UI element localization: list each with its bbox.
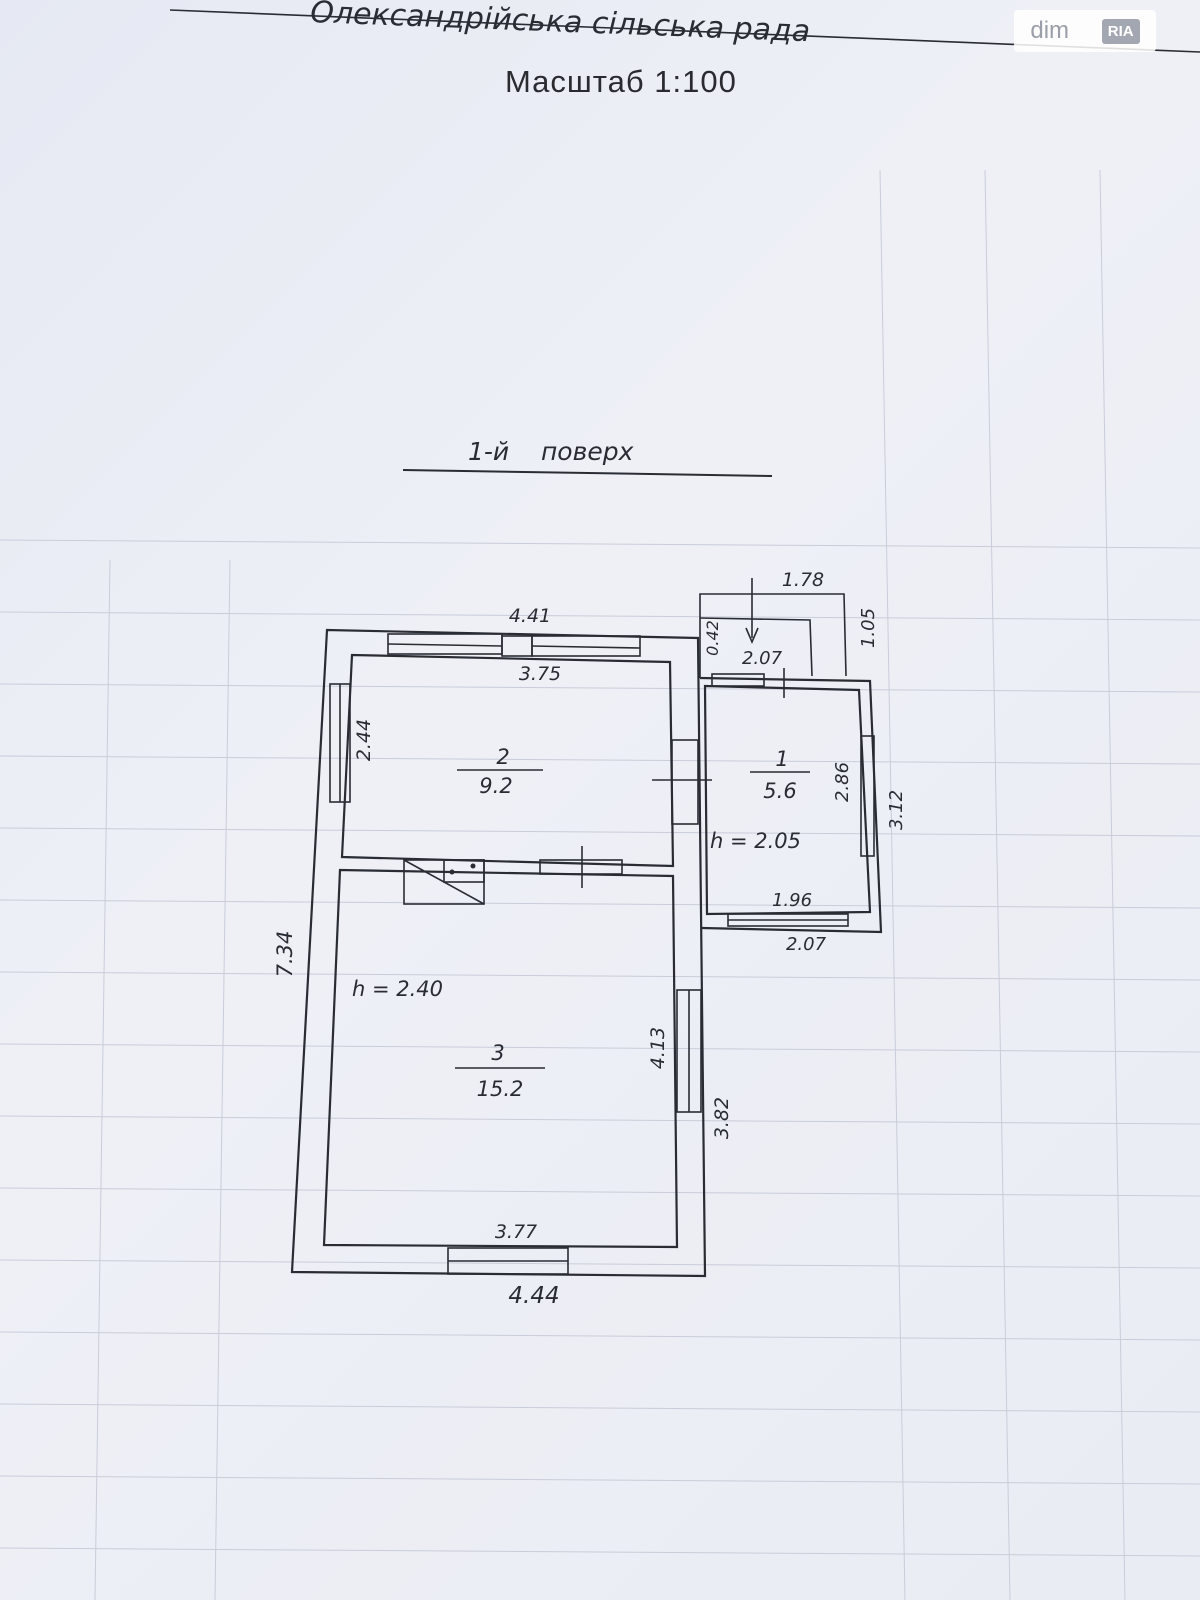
room-1-number: 1 <box>775 747 788 771</box>
dim-porch-small: 0.42 <box>703 620 722 656</box>
dim-right-outer: 3.82 <box>711 1097 733 1139</box>
window-left <box>329 683 351 803</box>
dim-porch-side: 1.05 <box>858 608 879 648</box>
room-3-height: h = 2.40 <box>352 977 443 1001</box>
floor-title: 1-й поверх <box>468 437 634 466</box>
window-bottom <box>447 1247 569 1275</box>
room-1-walls <box>703 684 872 916</box>
room-1-height: h = 2.05 <box>710 829 801 853</box>
dim-room-3-side: 4.13 <box>647 1027 669 1069</box>
room-1-area: 5.6 <box>763 779 796 803</box>
scale-label: Масштаб 1:100 <box>505 64 737 99</box>
watermark-ria-logo: RIA <box>1101 18 1140 44</box>
room-1-outer-wall <box>699 676 883 934</box>
dim-left-outer: 7.34 <box>273 931 297 978</box>
window-room-1-right <box>860 735 875 857</box>
porch-step <box>699 617 813 677</box>
window-room-1-bottom <box>727 913 849 927</box>
entrance-door-room-1 <box>711 668 785 698</box>
dim-bottom-inner: 3.77 <box>495 1221 537 1243</box>
dim-top-inner: 3.75 <box>519 663 561 685</box>
background-grid <box>0 169 1200 1600</box>
dim-bottom-outer: 4.44 <box>508 1283 559 1309</box>
dim-room-1-bottom-outer: 2.07 <box>786 934 827 955</box>
dim-porch-top: 1.78 <box>782 569 824 591</box>
floor-title-underline <box>402 469 773 477</box>
dim-room-1-side: 2.86 <box>832 762 853 802</box>
dim-room-1-top: 2.07 <box>742 648 783 669</box>
window-mullion <box>501 635 533 657</box>
porch-outline <box>699 593 847 678</box>
door-room-2-to-1 <box>671 739 699 825</box>
dim-ria-watermark: dim RIA <box>1014 10 1156 52</box>
dim-room-1-outer-side: 3.12 <box>886 790 907 830</box>
watermark-dim: dim <box>1030 17 1070 44</box>
window-top-left <box>387 633 503 655</box>
stove <box>403 859 485 905</box>
room-3-number: 3 <box>491 1041 504 1065</box>
room-3-area: 15.2 <box>477 1077 524 1101</box>
window-top-right <box>531 635 641 657</box>
dim-room-1-bottom-inner: 1.96 <box>772 890 812 911</box>
dim-room-2-side: 2.44 <box>353 719 375 761</box>
entrance-arrow-icon <box>745 627 759 645</box>
room-2-area: 9.2 <box>479 774 512 798</box>
room-2-walls <box>340 653 675 868</box>
window-right-room-3 <box>676 989 702 1113</box>
room-2-number: 2 <box>496 745 509 769</box>
dim-top-outer: 4.41 <box>509 605 551 627</box>
door-room-2-to-3 <box>539 859 623 875</box>
council-name: Олександрійська сільська рада <box>310 0 811 49</box>
